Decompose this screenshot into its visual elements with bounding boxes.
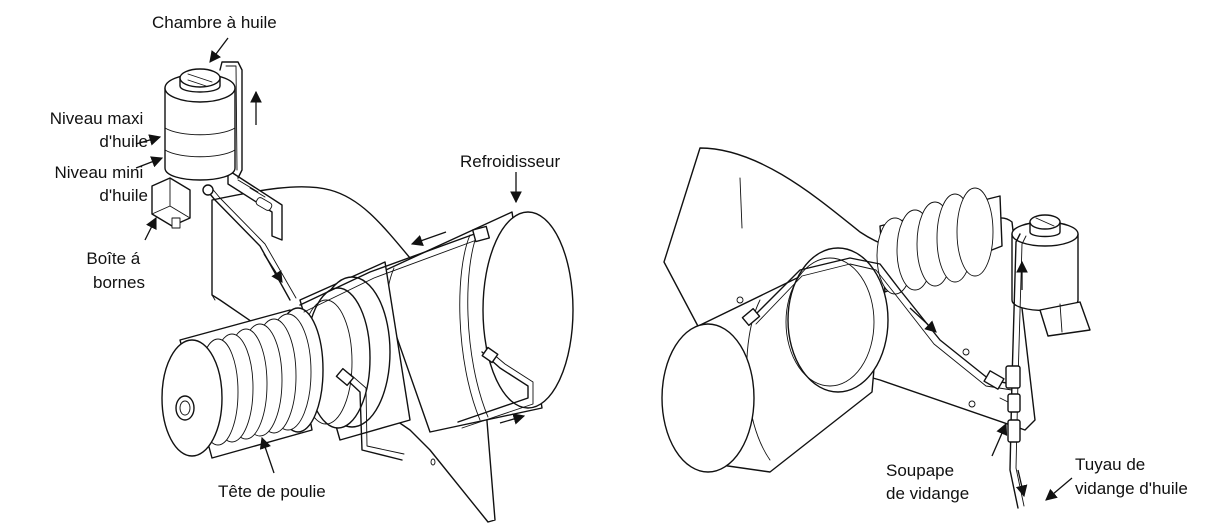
cooler-bottom-pipe — [457, 351, 529, 423]
oil-chamber-tank — [164, 61, 243, 181]
right-assembly-view — [661, 147, 1091, 509]
chamber-bracket — [227, 169, 283, 241]
label-terminal-box: Boîte á bornes — [86, 249, 145, 292]
left-assembly-view — [135, 37, 574, 523]
terminal-box — [151, 177, 191, 229]
drain-pipe-left — [344, 377, 403, 461]
label-cooler: Refroidisseur — [460, 152, 560, 171]
motor-body-right — [661, 247, 889, 473]
label-oil-drain-pipe: Tuyau de vidange d'huile — [1075, 455, 1188, 498]
cooler-top-pipe — [299, 231, 481, 306]
oil-chamber-tank-right — [1011, 214, 1091, 337]
motor-body-left — [299, 261, 411, 441]
label-oil-chamber: Chambre à huile — [152, 13, 277, 32]
label-max-oil-level: Niveau maxi d'huile — [50, 109, 148, 151]
oil-pipe-right — [751, 257, 1013, 385]
label-min-oil-level: Niveau mini d'huile — [54, 163, 148, 205]
label-pulley-head: Tête de poulie — [218, 482, 326, 501]
pulley-head — [161, 307, 324, 459]
label-drain-valve: Soupape de vidange — [886, 461, 969, 503]
pulley-head-rear — [876, 187, 1003, 295]
drain-valve — [983, 365, 1021, 443]
cooler-housing — [374, 211, 574, 433]
